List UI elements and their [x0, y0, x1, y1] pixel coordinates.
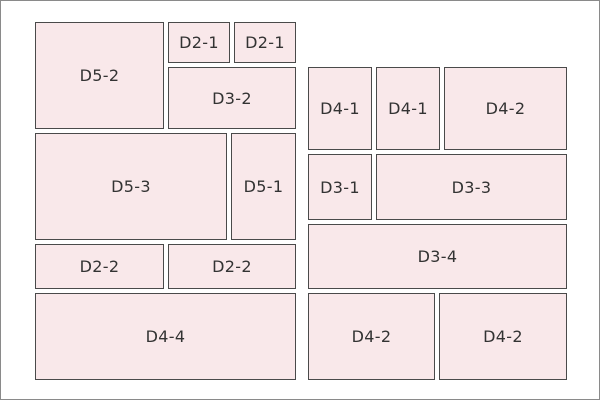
- tile-d2-1-b: D2-1: [234, 22, 296, 63]
- tile-d4-2-top: D4-2: [444, 67, 567, 150]
- tile-d5-2: D5-2: [35, 22, 164, 129]
- tile-d4-2-bottom-left: D4-2: [308, 293, 435, 380]
- tile-d2-2-b: D2-2: [168, 244, 296, 289]
- tile-d4-2-bottom-right: D4-2: [439, 293, 567, 380]
- tile-d5-1: D5-1: [231, 133, 296, 240]
- tile-d3-4: D3-4: [308, 224, 567, 289]
- tile-d3-2: D3-2: [168, 67, 296, 129]
- tile-d3-3: D3-3: [376, 154, 567, 220]
- tile-d3-1: D3-1: [308, 154, 372, 220]
- tile-d4-4: D4-4: [35, 293, 296, 380]
- tile-d5-3: D5-3: [35, 133, 227, 240]
- tile-d2-2-a: D2-2: [35, 244, 164, 289]
- tile-d2-1-a: D2-1: [168, 22, 230, 63]
- tile-d4-1-b: D4-1: [376, 67, 440, 150]
- tile-d4-1-a: D4-1: [308, 67, 372, 150]
